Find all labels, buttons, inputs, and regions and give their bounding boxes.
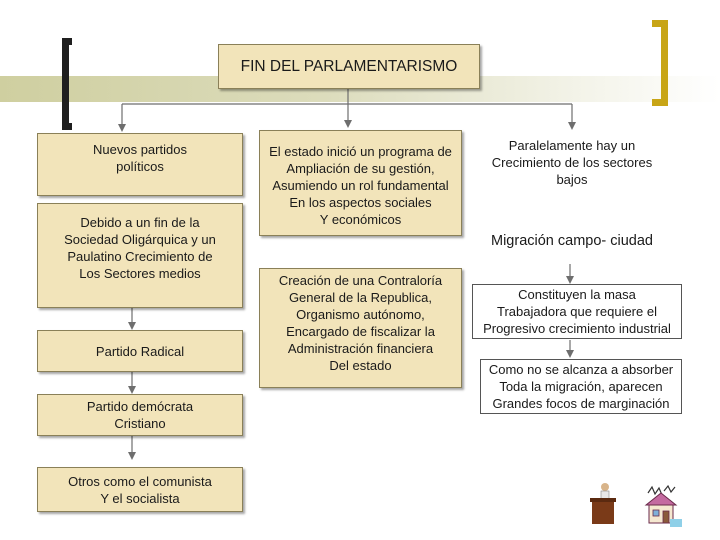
radical-party-box: Partido Radical bbox=[37, 330, 243, 372]
burning-house-icon bbox=[640, 485, 682, 527]
oligarchy-end-box: Debido a un fin de la Sociedad Oligárqui… bbox=[37, 203, 243, 308]
left-bracket-decoration bbox=[62, 38, 72, 130]
page-title: FIN DEL PARLAMENTARISMO bbox=[240, 58, 458, 75]
state-program-box: El estado inició un programa de Ampliaci… bbox=[259, 130, 462, 236]
migration-text: Migración campo- ciudad bbox=[491, 233, 653, 249]
new-parties-box: Nuevos partidos políticos bbox=[37, 133, 243, 196]
right-bracket-decoration bbox=[652, 20, 668, 106]
speaker-at-podium-icon bbox=[590, 483, 616, 524]
contraloria-box: Creación de una Contraloría General de l… bbox=[259, 268, 462, 388]
marginalization-text: Como no se alcanza a absorber Toda la mi… bbox=[480, 359, 682, 414]
title-box: FIN DEL PARLAMENTARISMO bbox=[218, 44, 480, 89]
communist-socialist-box: Otros como el comunista Y el socialista bbox=[37, 467, 243, 512]
working-mass-text: Constituyen la masa Trabajadora que requ… bbox=[472, 284, 682, 339]
lower-sectors-text: Paralelamente hay un Crecimiento de los … bbox=[491, 138, 653, 187]
christian-democrat-party-box: Partido demócrata Cristiano bbox=[37, 394, 243, 436]
